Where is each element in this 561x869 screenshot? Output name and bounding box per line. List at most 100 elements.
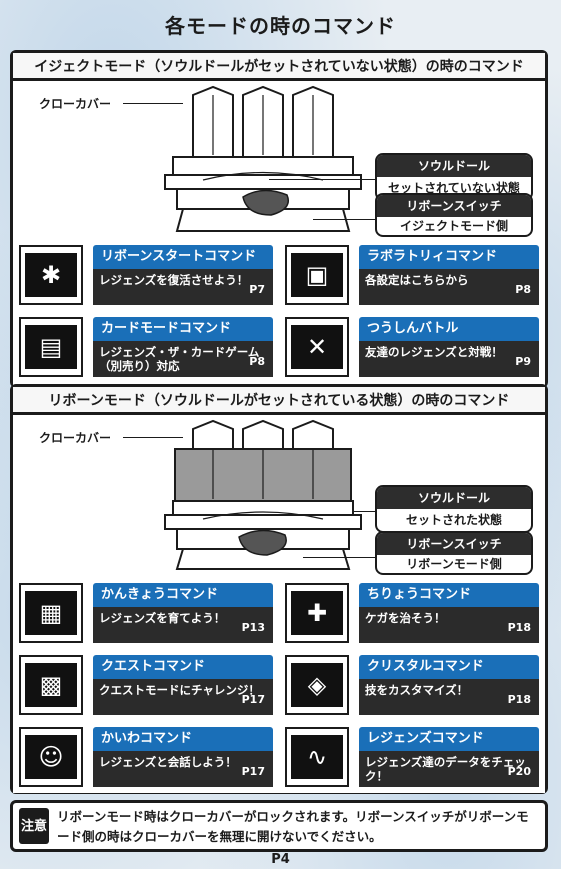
command-item: ✚ ちりょうコマンド ケガを治そう！ P18 bbox=[279, 577, 545, 649]
command-desc: レジェンズ達のデータをチェック！P20 bbox=[359, 751, 539, 787]
bug-icon: ✱ bbox=[25, 253, 77, 297]
command-name: リボーンスタートコマンド bbox=[93, 245, 273, 269]
soul-doll-callout: ソウルドール セットされた状態 bbox=[375, 485, 533, 533]
leader-line bbox=[269, 179, 379, 180]
command-item: ▦ かんきょうコマンド レジェンズを育てよう！ P13 bbox=[13, 577, 279, 649]
command-item: ✕ つうしんバトル 友達のレジェンズと対戦！ P9 bbox=[279, 311, 545, 383]
command-page: P8 bbox=[249, 355, 265, 368]
section-eject-mode: イジェクトモード（ソウルドールがセットされていない状態）の時のコマンド クローカ… bbox=[10, 50, 548, 388]
command-desc: レジェンズを復活させよう！P7 bbox=[93, 269, 273, 305]
command-desc-text: レジェンズ達のデータをチェック！ bbox=[365, 755, 526, 783]
command-grid: ✱ リボーンスタートコマンド レジェンズを復活させよう！P7 ▣ ラボラトリィコ… bbox=[13, 239, 545, 385]
command-name: クリスタルコマンド bbox=[359, 655, 539, 679]
command-desc-text: レジェンズを復活させよう！ bbox=[99, 273, 249, 287]
callout-head: リボーンスイッチ bbox=[377, 533, 531, 555]
leader-line bbox=[303, 557, 379, 558]
command-item: ◈ クリスタルコマンド 技をカスタマイズ！ P18 bbox=[279, 649, 545, 721]
reborn-switch-callout: リボーンスイッチ リボーンモード側 bbox=[375, 531, 533, 575]
command-page: P18 bbox=[507, 693, 531, 706]
section-title: イジェクトモード（ソウルドールがセットされていない状態）の時のコマンド bbox=[13, 53, 545, 81]
command-desc-text: ケガを治そう！ bbox=[365, 611, 446, 625]
command-item: ☺ かいわコマンド レジェンズと会話しよう！ P17 bbox=[13, 721, 279, 793]
command-name: ちりょうコマンド bbox=[359, 583, 539, 607]
device-illustration bbox=[164, 85, 362, 232]
command-desc: レジェンズと会話しよう！ P17 bbox=[93, 751, 273, 787]
command-desc-text: 友達のレジェンズと対戦！ bbox=[365, 345, 503, 359]
command-page: P7 bbox=[249, 283, 265, 296]
callout-head: ソウルドール bbox=[377, 155, 531, 177]
crystal-icon: ◈ bbox=[291, 663, 343, 707]
device-illustration bbox=[164, 419, 362, 570]
command-desc-text: 各設定はこちらから bbox=[365, 273, 469, 287]
command-icon-frame: ✱ bbox=[19, 245, 83, 305]
reborn-switch-callout: リボーンスイッチ イジェクトモード側 bbox=[375, 193, 533, 237]
command-page: P8 bbox=[515, 283, 531, 296]
command-desc: レジェンズを育てよう！ P13 bbox=[93, 607, 273, 643]
caution-badge: 注意 bbox=[19, 808, 49, 844]
command-desc-text: クエストモードにチャレンジ！ bbox=[99, 683, 260, 697]
command-name: かんきょうコマンド bbox=[93, 583, 273, 607]
command-icon-frame: ☺ bbox=[19, 727, 83, 787]
cover-label: クローカバー bbox=[39, 97, 112, 111]
caution-note: 注意 リボーンモード時はクローカバーがロックされます。リボーンスイッチがリボーン… bbox=[10, 800, 548, 852]
command-desc-text: レジェンズを育てよう！ bbox=[99, 611, 226, 625]
command-name: かいわコマンド bbox=[93, 727, 273, 751]
command-desc-text: レジェンズと会話しよう！ bbox=[99, 755, 237, 769]
section-reborn-mode: リボーンモード（ソウルドールがセットされている状態）の時のコマンド クローカバー bbox=[10, 384, 548, 794]
card-icon: ▤ bbox=[25, 325, 77, 369]
leader-line bbox=[123, 437, 183, 438]
command-desc: クエストモードにチャレンジ！P17 bbox=[93, 679, 273, 715]
command-name: ラボラトリィコマンド bbox=[359, 245, 539, 269]
command-item: ▩ クエストコマンド クエストモードにチャレンジ！P17 bbox=[13, 649, 279, 721]
command-name: カードモードコマンド bbox=[93, 317, 273, 341]
callout-head: リボーンスイッチ bbox=[377, 195, 531, 217]
cover-label: クローカバー bbox=[39, 431, 112, 445]
device-diagram: クローカバー bbox=[13, 81, 545, 239]
callout-body: セットされていない状態 bbox=[388, 181, 520, 195]
page-number: P4 bbox=[271, 852, 290, 867]
command-icon-frame: ▩ bbox=[19, 655, 83, 715]
command-page: P17 bbox=[241, 765, 265, 778]
command-icon-frame: ◈ bbox=[285, 655, 349, 715]
leader-line bbox=[313, 219, 379, 220]
quest-icon: ▩ bbox=[25, 663, 77, 707]
medical-icon: ✚ bbox=[291, 591, 343, 635]
command-page: P9 bbox=[515, 355, 531, 368]
wave-icon: ∿ bbox=[291, 735, 343, 779]
command-icon-frame: ✕ bbox=[285, 317, 349, 377]
command-icon-frame: ▦ bbox=[19, 583, 83, 643]
command-page: P17 bbox=[241, 693, 265, 706]
command-desc-text: 技をカスタマイズ！ bbox=[365, 683, 469, 697]
command-icon-frame: ▤ bbox=[19, 317, 83, 377]
command-page: P13 bbox=[241, 621, 265, 634]
page-title: 各モードの時のコマンド bbox=[165, 14, 396, 38]
section-title: リボーンモード（ソウルドールがセットされている状態）の時のコマンド bbox=[13, 387, 545, 415]
command-desc: 技をカスタマイズ！ P18 bbox=[359, 679, 539, 715]
command-name: レジェンズコマンド bbox=[359, 727, 539, 751]
command-name: つうしんバトル bbox=[359, 317, 539, 341]
command-desc: ケガを治そう！ P18 bbox=[359, 607, 539, 643]
command-page: P18 bbox=[507, 621, 531, 634]
leader-line bbox=[123, 103, 183, 104]
device-diagram: クローカバー bbox=[13, 415, 545, 577]
callout-body: イジェクトモード側 bbox=[399, 219, 508, 233]
command-desc-text: レジェンズ・ザ・カードゲーム（別売り）対応 bbox=[99, 345, 260, 373]
command-icon-frame: ▣ bbox=[285, 245, 349, 305]
command-name: クエストコマンド bbox=[93, 655, 273, 679]
callout-head: ソウルドール bbox=[377, 487, 531, 509]
battle-icon: ✕ bbox=[291, 325, 343, 369]
command-desc: 各設定はこちらから P8 bbox=[359, 269, 539, 305]
command-icon-frame: ∿ bbox=[285, 727, 349, 787]
callout-body: リボーンモード側 bbox=[406, 557, 502, 571]
environment-icon: ▦ bbox=[25, 591, 77, 635]
command-item: ▣ ラボラトリィコマンド 各設定はこちらから P8 bbox=[279, 239, 545, 311]
command-page: P20 bbox=[507, 765, 531, 778]
caution-text: リボーンモード時はクローカバーがロックされます。リボーンスイッチがリボーンモード… bbox=[57, 809, 529, 844]
leader-line bbox=[353, 511, 379, 512]
command-desc: 友達のレジェンズと対戦！ P9 bbox=[359, 341, 539, 377]
command-item: ∿ レジェンズコマンド レジェンズ達のデータをチェック！P20 bbox=[279, 721, 545, 793]
face-icon: ☺ bbox=[25, 735, 77, 779]
